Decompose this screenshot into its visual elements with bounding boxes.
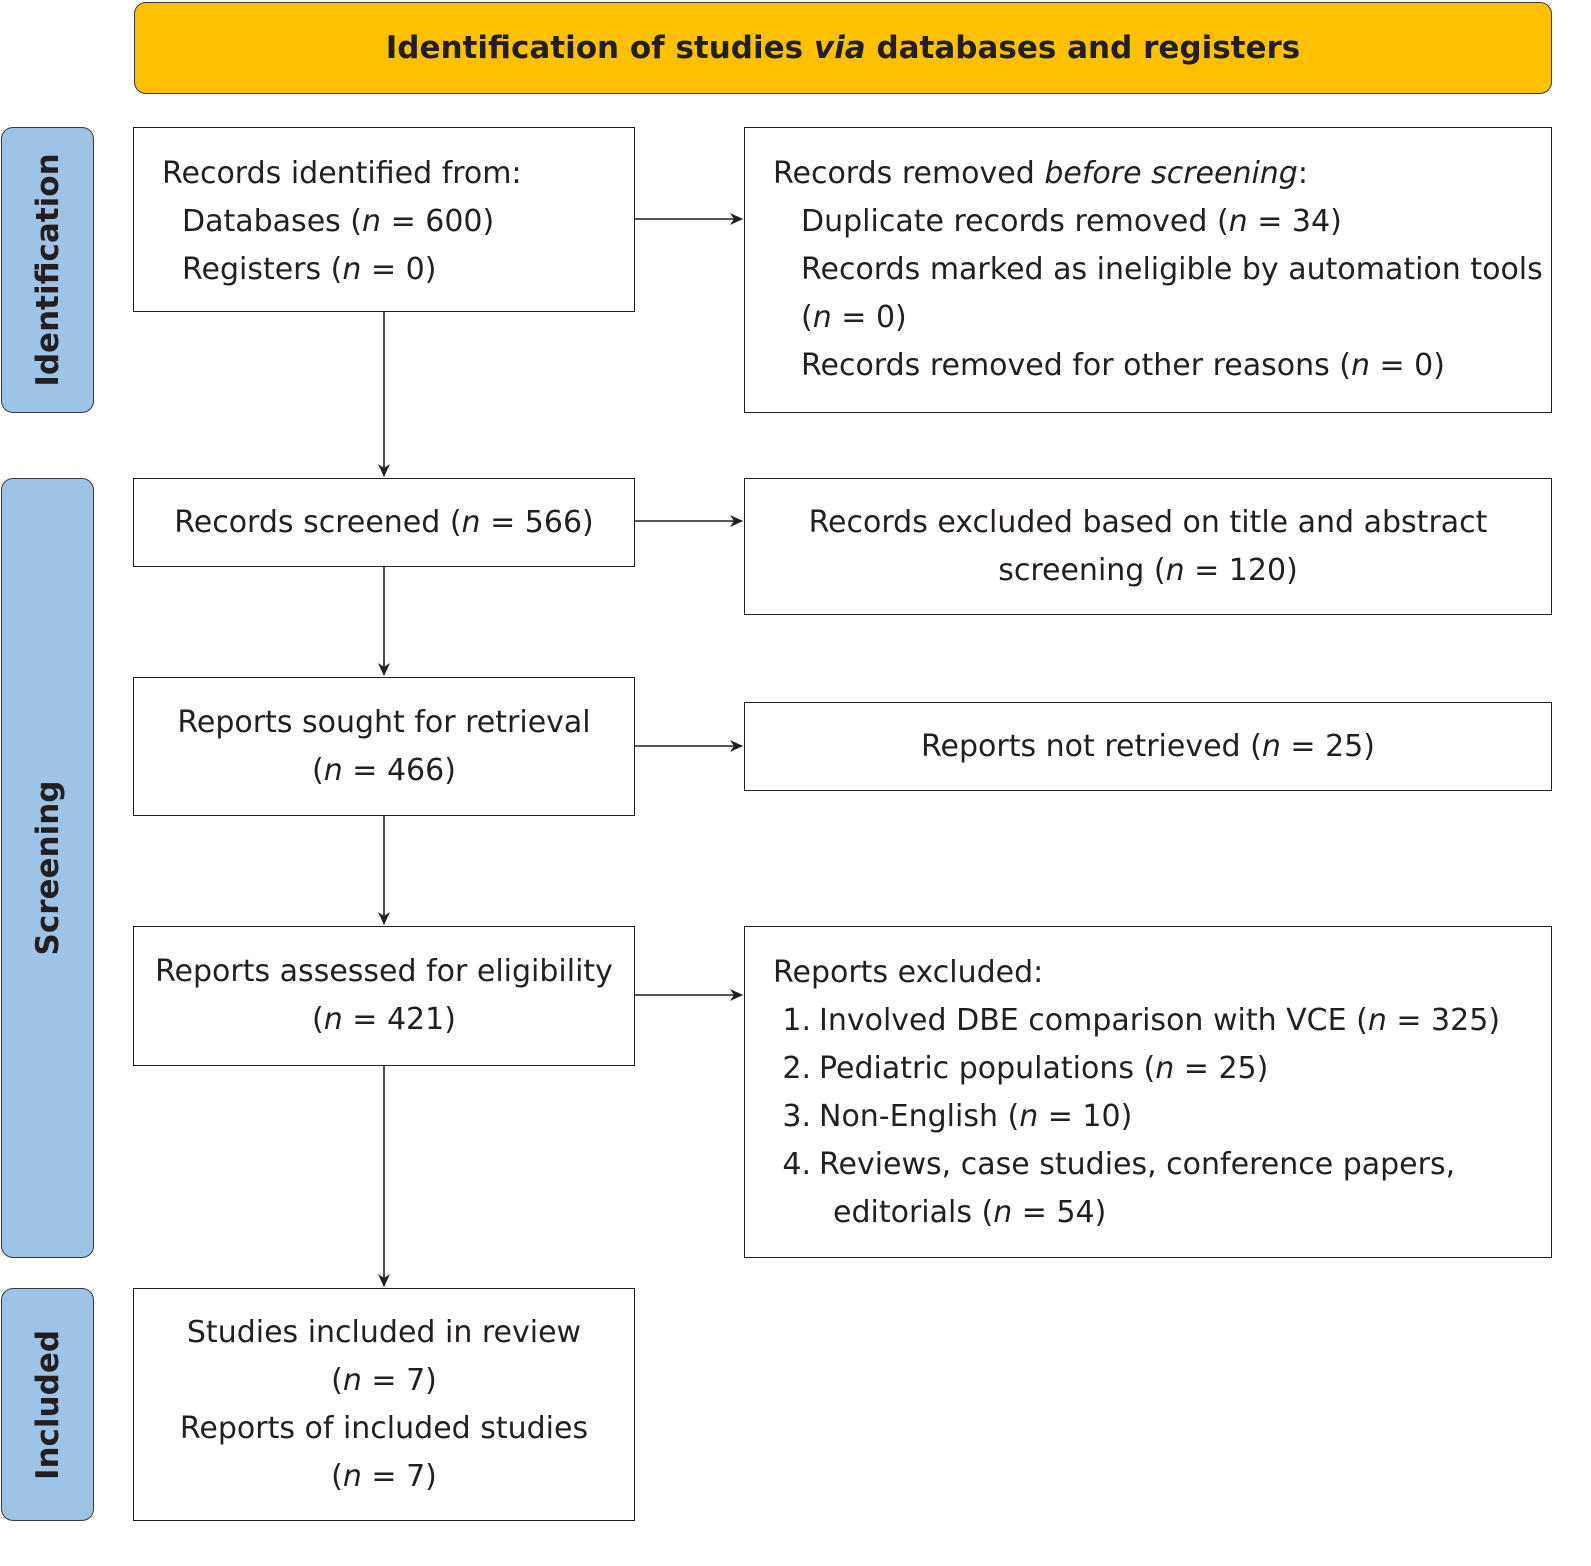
records-removed-heading: Records removed before screening: [773, 156, 1308, 191]
reports-assessed-box: Reports assessed for eligibility (n = 42… [133, 926, 635, 1066]
exclusion-item: 1.Involved DBE comparison with VCE (n = … [782, 1003, 1501, 1038]
phase-screening: Screening [1, 478, 94, 1258]
reports-not-retrieved-count: Reports not retrieved (n = 25) [921, 728, 1375, 764]
automation-ineligible-count: (n = 0) [801, 300, 907, 335]
reports-included-count: (n = 7) [331, 1458, 437, 1494]
other-reasons-removed: Records removed for other reasons (n = 0… [801, 348, 1445, 383]
studies-included-count: (n = 7) [331, 1362, 437, 1398]
records-screened-box: Records screened (n = 566) [133, 478, 635, 567]
records-excluded-line1: Records excluded based on title and abst… [808, 504, 1488, 540]
automation-ineligible: Records marked as ineligible by automati… [801, 252, 1543, 287]
duplicates-removed: Duplicate records removed (n = 34) [801, 204, 1342, 239]
records-screened-count: Records screened (n = 566) [174, 504, 594, 540]
reports-assessed-line1: Reports assessed for eligibility [155, 954, 613, 989]
exclusion-item: 2.Pediatric populations (n = 25) [782, 1051, 1269, 1086]
studies-included-line1: Studies included in review [186, 1314, 582, 1350]
databases-count: Databases (n = 600) [182, 204, 495, 239]
records-identified-box: Records identified from: Databases (n = … [133, 127, 635, 312]
reports-not-retrieved-box: Reports not retrieved (n = 25) [744, 702, 1552, 791]
records-identified-heading: Records identified from: [162, 156, 522, 191]
phase-included: Included [1, 1288, 94, 1521]
exclusion-item: 4.Reviews, case studies, conference pape… [782, 1147, 1456, 1182]
reports-excluded-heading: Reports excluded: [773, 955, 1044, 990]
phase-identification: Identification [1, 127, 94, 413]
title-italic: via [813, 30, 866, 66]
reports-sought-line2: (n = 466) [312, 752, 456, 788]
reports-sought-box: Reports sought for retrieval (n = 466) [133, 677, 635, 816]
exclusion-item: 3.Non-English (n = 10) [782, 1099, 1133, 1134]
diagram-title: Identification of studies via databases … [134, 2, 1552, 94]
studies-included-box: Studies included in review (n = 7) Repor… [133, 1288, 635, 1521]
records-removed-box: Records removed before screening: Duplic… [744, 127, 1552, 413]
registers-count: Registers (n = 0) [182, 252, 437, 287]
reports-included-line: Reports of included studies [179, 1410, 589, 1446]
reports-excluded-box: Reports excluded: 1.Involved DBE compari… [744, 926, 1552, 1258]
records-excluded-box: Records excluded based on title and abst… [744, 478, 1552, 615]
title-suffix: databases and registers [865, 30, 1301, 66]
records-excluded-line2: screening (n = 120) [998, 552, 1298, 588]
title-prefix: Identification of studies [385, 30, 814, 66]
exclusion-item-continued: editorials (n = 54) [833, 1195, 1107, 1230]
reports-sought-line1: Reports sought for retrieval [177, 704, 591, 740]
reports-assessed-line2: (n = 421) [312, 1002, 456, 1037]
